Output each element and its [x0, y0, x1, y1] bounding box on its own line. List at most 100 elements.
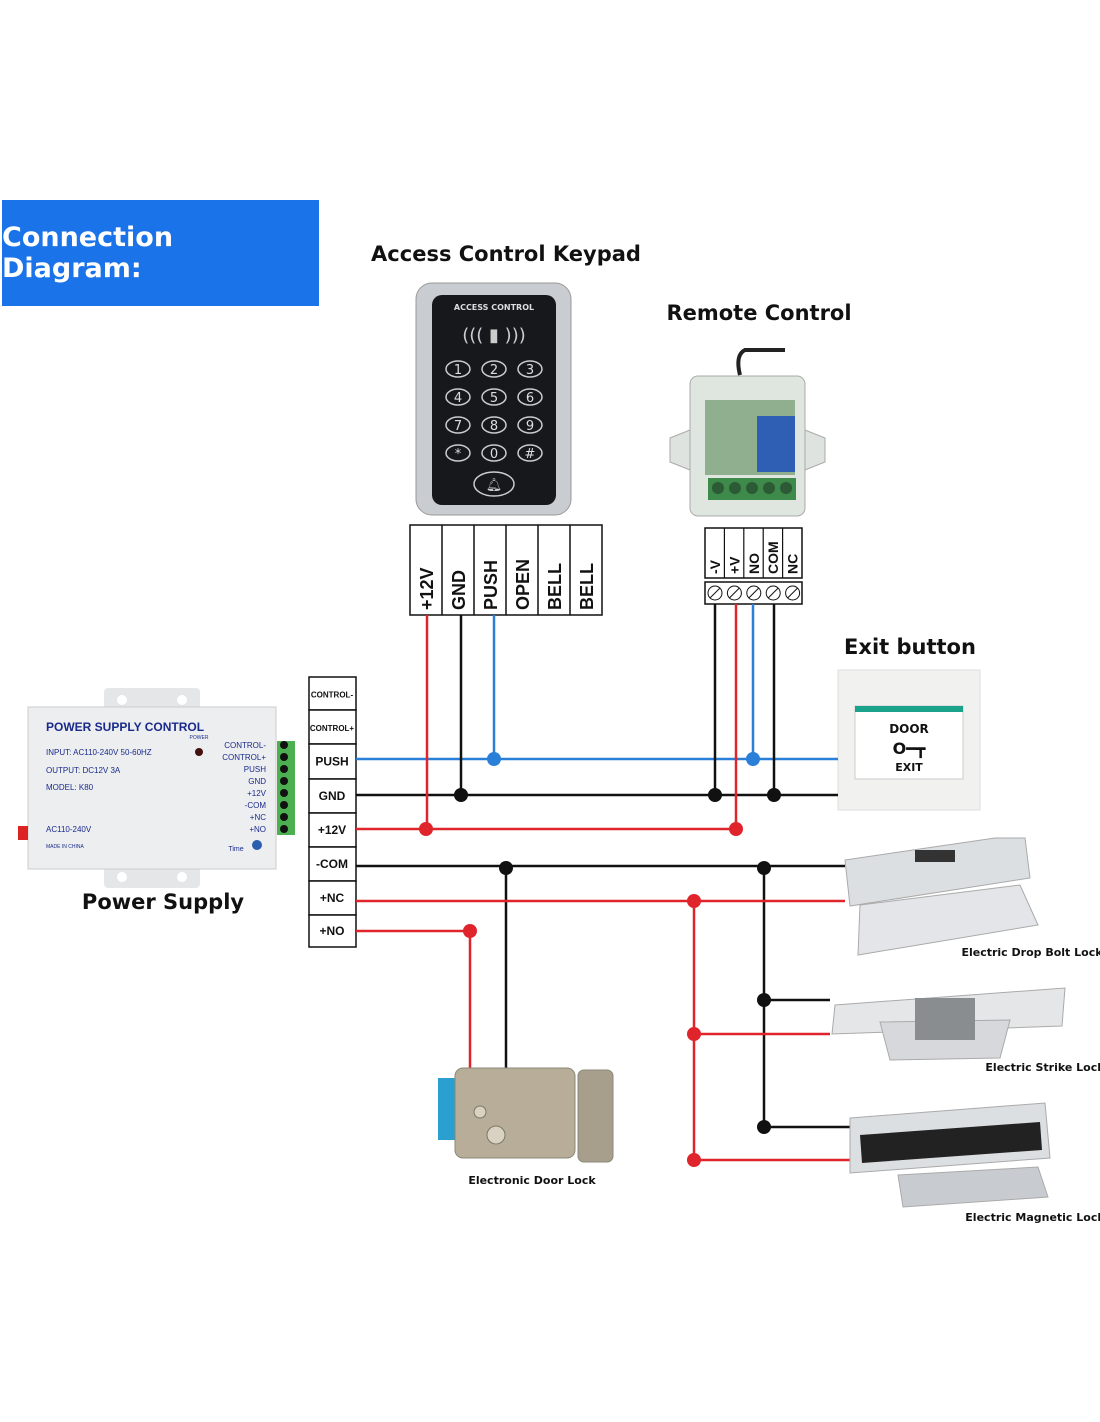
wire-junction: [687, 894, 701, 908]
time-knob-icon[interactable]: [252, 840, 262, 850]
drop-bolt-label: Electric Drop Bolt Lock: [961, 946, 1100, 959]
keypad-key[interactable]: [481, 360, 507, 378]
keypad-key[interactable]: [445, 388, 471, 406]
wire-junction: [687, 1027, 701, 1041]
magnetic-lock-label: Electric Magnetic Lock: [965, 1211, 1100, 1224]
power-supply-unit: POWER SUPPLY CONTROL INPUT: AC110-240V 5…: [18, 688, 295, 888]
psu-brand: POWER SUPPLY CONTROL: [46, 720, 204, 734]
psu-side-label: CONTROL-: [224, 741, 266, 750]
remote-terminal-label: -V: [707, 559, 723, 574]
keypad-key[interactable]: [517, 388, 543, 406]
exit-button[interactable]: DOOR O━┳ EXIT: [837, 669, 981, 811]
psu-terminal-label: CONTROL-: [311, 691, 354, 700]
psu-side-label: GND: [248, 777, 266, 786]
keypad-key-label: #: [525, 447, 536, 462]
psu-time-label: Time: [228, 846, 243, 853]
wire-junction: [757, 1120, 771, 1134]
keypad-key-label: 8: [490, 419, 498, 434]
wire-junction: [757, 861, 771, 875]
psu-made: MADE IN CHINA: [46, 844, 84, 850]
keypad-key[interactable]: [445, 360, 471, 378]
keypad-key[interactable]: [445, 444, 471, 462]
bell-key: [473, 471, 515, 497]
keypad-terminal-label: PUSH: [481, 560, 501, 610]
wire-junction: [757, 993, 771, 1007]
electric-drop-bolt-lock: Electric Drop Bolt Lock: [844, 837, 1100, 959]
remote-control-receiver: [669, 348, 826, 517]
power-led: [195, 748, 203, 756]
electronic-door-lock: Electronic Door Lock: [438, 1067, 614, 1187]
wire-junction: [499, 861, 513, 875]
wire-junction: [746, 752, 760, 766]
psu-terminal-label: -COM: [316, 857, 348, 871]
psu-model: MODEL: K80: [46, 783, 94, 792]
exit-button-heading: Exit button: [844, 635, 976, 659]
psu-side-label: +NC: [250, 813, 266, 822]
keypad-key-label: 4: [454, 391, 462, 406]
psu-terminal-label: +NC: [320, 891, 345, 905]
wire-junction: [687, 1153, 701, 1167]
psu-side-label: PUSH: [244, 765, 266, 774]
keypad-key-label: 6: [526, 391, 534, 406]
keypad-key[interactable]: [481, 388, 507, 406]
wiring: [356, 604, 852, 1167]
wire-junction: [463, 924, 477, 938]
door-lock-label: Electronic Door Lock: [468, 1174, 596, 1187]
power-supply-terminal-block: CONTROL- CONTROL+ PUSH GND +12V -COM +NC +NO: [308, 676, 357, 948]
keypad-key[interactable]: [517, 416, 543, 434]
rfid-icon: ((( ▮ ))): [462, 325, 525, 346]
psu-power-label: POWER: [190, 735, 209, 741]
electric-strike-lock: Electric Strike Lock: [831, 987, 1100, 1074]
exit-door-text: DOOR: [889, 722, 929, 736]
keypad-brand: ACCESS CONTROL: [454, 303, 534, 312]
psu-side-label: +12V: [247, 789, 267, 798]
wire-junction: [767, 788, 781, 802]
power-supply-heading: Power Supply: [82, 890, 244, 914]
keypad-key-label: 2: [490, 363, 498, 378]
keypad-heading: Access Control Keypad: [371, 242, 641, 266]
keypad-key-label: 5: [490, 391, 498, 406]
key-icon: O━┳: [893, 739, 926, 759]
keypad-key[interactable]: [445, 416, 471, 434]
keypad-key[interactable]: [517, 360, 543, 378]
keypad-key-label: 3: [526, 363, 534, 378]
keypad-key[interactable]: [481, 416, 507, 434]
psu-input: INPUT: AC110-240V 50-60HZ: [46, 748, 152, 757]
psu-side-label: CONTROL+: [222, 753, 266, 762]
remote-heading: Remote Control: [666, 301, 851, 325]
keypad-key-label: 0: [490, 447, 498, 462]
keypad-key-label: *: [455, 447, 462, 462]
wire-junction: [729, 822, 743, 836]
keypad-terminal-label: +12V: [417, 567, 437, 610]
psu-terminal-label: +12V: [318, 823, 346, 837]
psu-terminal-label: PUSH: [315, 755, 348, 769]
exit-exit-text: EXIT: [895, 761, 923, 774]
psu-side-label: -COM: [245, 801, 267, 810]
wire-junction: [708, 788, 722, 802]
wire-junction: [487, 752, 501, 766]
psu-terminal-label: CONTROL+: [310, 724, 355, 733]
wire-junction: [454, 788, 468, 802]
remote-terminal-label: NC: [785, 554, 801, 574]
wire-junction: [419, 822, 433, 836]
psu-terminal-label: GND: [319, 789, 346, 803]
bell-icon: 🔔︎: [486, 478, 503, 493]
keypad-terminal-label: GND: [449, 570, 469, 610]
strike-lock-label: Electric Strike Lock: [985, 1061, 1100, 1074]
keypad-terminal-label: BELL: [545, 563, 565, 610]
keypad-key[interactable]: [517, 444, 543, 462]
remote-terminal-label: COM: [765, 541, 781, 574]
electric-magnetic-lock: Electric Magnetic Lock: [849, 1102, 1100, 1224]
keypad-key[interactable]: [481, 444, 507, 462]
psu-ac: AC110-240V: [46, 825, 92, 834]
remote-terminal-label: +V: [726, 556, 742, 574]
psu-side-label: +NO: [249, 825, 266, 834]
psu-terminal-label: +NO: [319, 924, 344, 938]
keypad-key-label: 9: [526, 419, 534, 434]
psu-output: OUTPUT: DC12V 3A: [46, 766, 121, 775]
keypad-key-label: 1: [454, 363, 462, 378]
